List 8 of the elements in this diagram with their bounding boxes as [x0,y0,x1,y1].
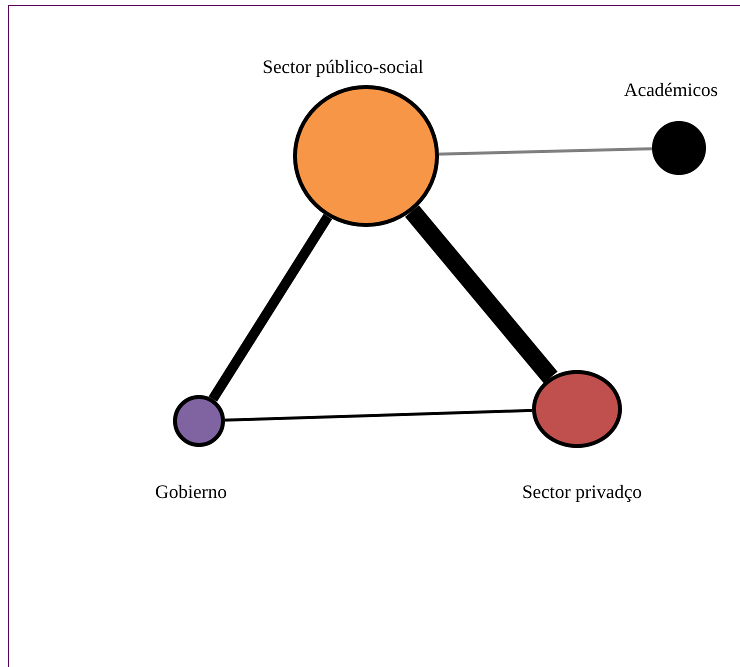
node-label: Sector público-social [262,57,424,79]
connector-line [208,214,332,402]
node-label: Gobierno [155,482,227,504]
connector-line [405,205,558,384]
connector-line [224,408,532,422]
node-label: Sector privadço [522,482,642,504]
connector-line [438,147,652,156]
node-label: Académicos [624,80,718,102]
